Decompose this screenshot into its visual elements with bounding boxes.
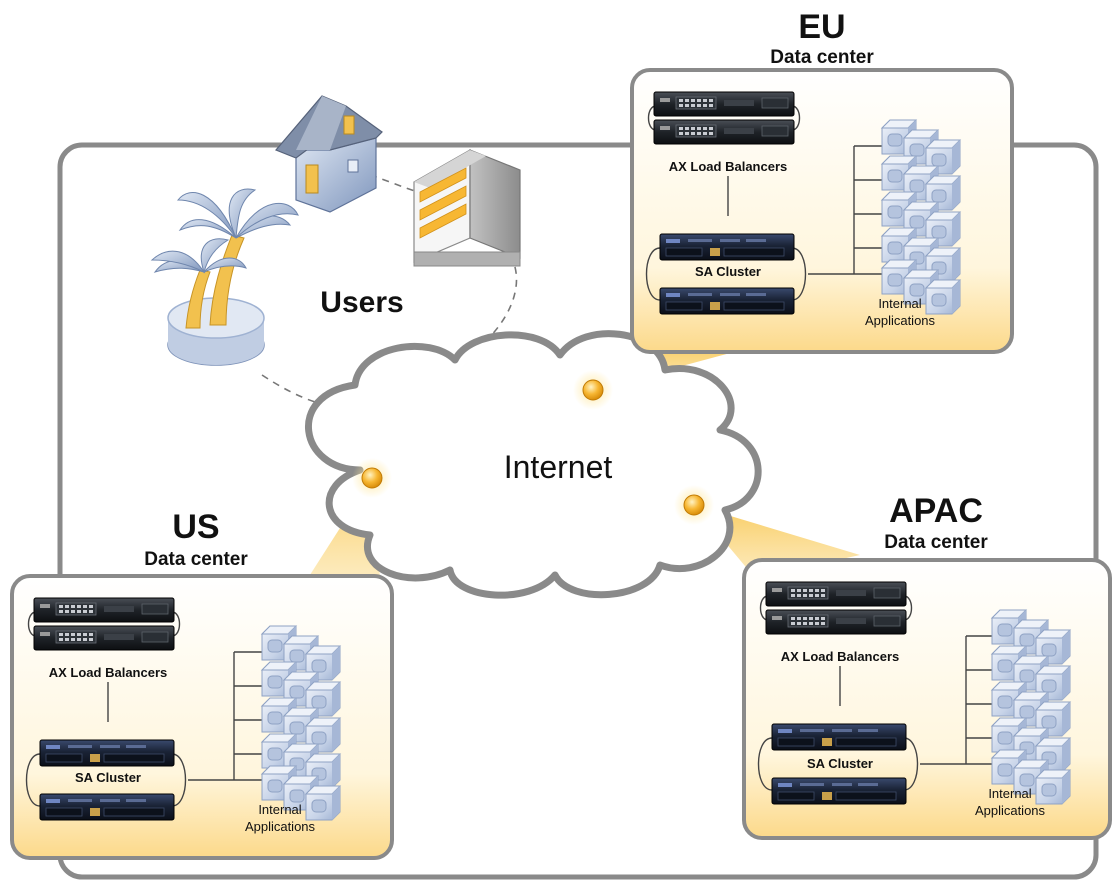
apac-apps-label-line1: Internal <box>988 786 1031 801</box>
eu-apps-label-line2: Applications <box>865 313 936 328</box>
eu-region-title: EU <box>798 8 845 46</box>
us-apps-label-line2: Applications <box>245 819 316 834</box>
apac-datacenter-panel: AX Load Balancers SA Cluster Internal Ap… <box>742 558 1112 840</box>
eu-connection-dot <box>573 370 613 410</box>
apac-sa-label: SA Cluster <box>807 756 873 771</box>
palm-island-icon <box>150 188 299 366</box>
datacenter-us: US Data center AX Load Balancers SA Clus… <box>12 508 392 858</box>
house-icon <box>275 95 383 213</box>
eu-lb-label: AX Load Balancers <box>669 159 788 174</box>
apac-apps-label-line2: Applications <box>975 803 1046 818</box>
datacenter-apac: APAC Data center AX Load Balanc <box>742 492 1112 840</box>
us-connection-dot <box>352 458 392 498</box>
us-datacenter-panel: AX Load Balancers SA Cluster Internal Ap… <box>12 576 392 858</box>
eu-datacenter-panel: AX Load Balancers SA Cluster Internal Ap… <box>632 70 1012 352</box>
us-sa-label: SA Cluster <box>75 770 141 785</box>
apac-region-subtitle: Data center <box>884 532 988 553</box>
us-lb-label: AX Load Balancers <box>49 665 168 680</box>
outer-frame <box>57 142 1099 880</box>
apac-connection-dot <box>674 485 714 525</box>
office-building-icon <box>413 148 521 267</box>
apac-region-title: APAC <box>889 492 983 530</box>
users-group: Users <box>150 95 521 366</box>
us-region-title: US <box>172 508 219 546</box>
apac-lb-label: AX Load Balancers <box>781 649 900 664</box>
eu-sa-label: SA Cluster <box>695 264 761 279</box>
us-apps-label-line1: Internal <box>258 802 301 817</box>
internet-label: Internet <box>504 449 613 485</box>
us-region-subtitle: Data center <box>144 549 248 570</box>
users-label: Users <box>320 286 403 319</box>
eu-region-subtitle: Data center <box>770 47 874 68</box>
eu-apps-label-line1: Internal <box>878 296 921 311</box>
internet-cloud: Internet <box>304 330 762 599</box>
datacenter-eu: EU Data center AX Load Balancers SA Clus… <box>632 8 1012 352</box>
